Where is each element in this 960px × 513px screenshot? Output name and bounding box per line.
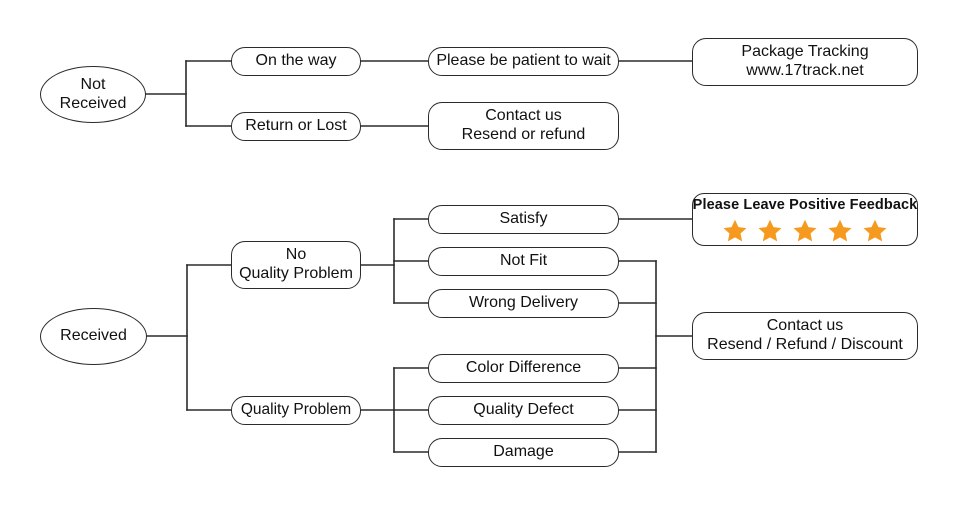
node-quality-defect-label: Quality Defect <box>473 401 574 419</box>
node-package-tracking[interactable]: Package Tracking www.17track.net <box>692 38 918 86</box>
node-contact-resend-refund-discount-line1: Contact us <box>766 317 844 335</box>
node-contact-resend-refund-discount-line2: Resend / Refund / Discount <box>707 336 903 353</box>
node-satisfy-label: Satisfy <box>499 210 548 228</box>
node-not-received[interactable]: Not Received <box>40 66 146 123</box>
node-return-or-lost-label: Return or Lost <box>245 117 347 135</box>
star-icon[interactable] <box>757 218 783 244</box>
node-wrong-delivery[interactable]: Wrong Delivery <box>428 289 619 318</box>
node-quality-defect[interactable]: Quality Defect <box>428 396 619 425</box>
node-color-difference-label: Color Difference <box>465 359 582 377</box>
node-damage-label: Damage <box>493 443 554 461</box>
node-wrong-delivery-label: Wrong Delivery <box>468 294 579 312</box>
node-received-label: Received <box>60 327 127 345</box>
node-on-the-way-label: On the way <box>255 52 337 70</box>
node-on-the-way[interactable]: On the way <box>231 47 361 76</box>
star-icon[interactable] <box>862 218 888 244</box>
star-icon[interactable] <box>722 218 748 244</box>
node-not-fit[interactable]: Not Fit <box>428 247 619 276</box>
feedback-title: Please Leave Positive Feedback <box>692 197 918 214</box>
node-package-tracking-line2: www.17track.net <box>746 62 864 79</box>
node-no-quality-problem[interactable]: No Quality Problem <box>231 241 361 289</box>
node-not-received-line2: Received <box>59 94 127 112</box>
node-not-received-line1: Not <box>80 75 106 93</box>
node-positive-feedback[interactable]: Please Leave Positive Feedback <box>692 193 918 246</box>
node-damage[interactable]: Damage <box>428 438 619 467</box>
node-not-fit-label: Not Fit <box>499 252 548 270</box>
node-package-tracking-line1: Package Tracking <box>741 43 869 61</box>
star-rating[interactable] <box>722 218 888 244</box>
node-return-or-lost[interactable]: Return or Lost <box>231 112 361 141</box>
star-icon[interactable] <box>827 218 853 244</box>
node-quality-problem-label: Quality Problem <box>240 401 352 419</box>
node-contact-resend-refund-discount[interactable]: Contact us Resend / Refund / Discount <box>692 312 918 360</box>
node-no-quality-problem-line1: No <box>285 246 307 264</box>
star-icon[interactable] <box>792 218 818 244</box>
node-quality-problem[interactable]: Quality Problem <box>231 396 361 425</box>
node-contact-resend-refund-line1: Contact us <box>485 107 562 125</box>
node-color-difference[interactable]: Color Difference <box>428 354 619 383</box>
node-please-be-patient[interactable]: Please be patient to wait <box>428 47 619 76</box>
node-please-be-patient-label: Please be patient to wait <box>436 52 611 70</box>
node-satisfy[interactable]: Satisfy <box>428 205 619 234</box>
node-contact-resend-refund[interactable]: Contact us Resend or refund <box>428 102 619 150</box>
node-contact-resend-refund-line2: Resend or refund <box>461 126 586 143</box>
node-received[interactable]: Received <box>40 308 147 365</box>
node-no-quality-problem-line2: Quality Problem <box>239 265 353 282</box>
